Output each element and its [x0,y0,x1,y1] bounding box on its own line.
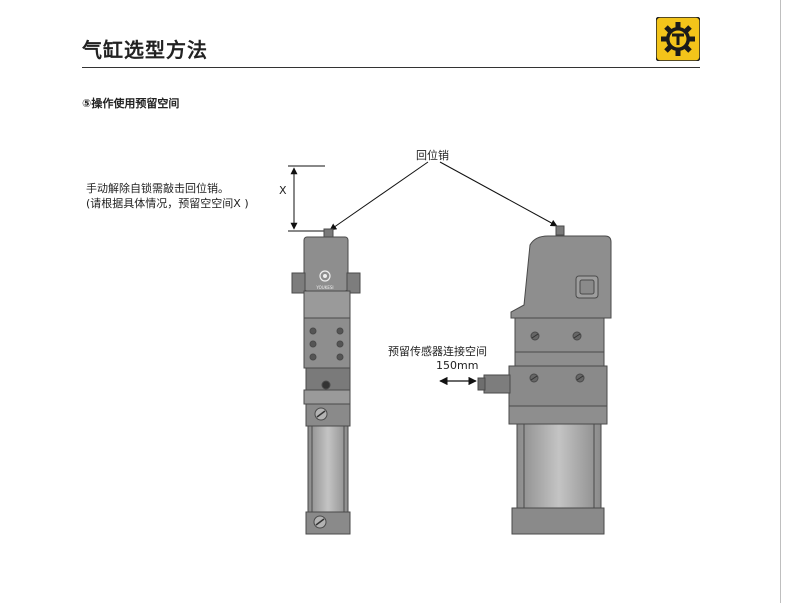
sensor-dimension-label: 150mm [436,359,479,372]
cylinder-front-view [291,228,361,535]
gear-icon [319,270,331,282]
note-line-1: 手动解除自锁需敲击回位销。 [86,182,229,195]
sensor-space-label: 预留传感器连接空间 [388,345,487,358]
cylinder-side-view [477,225,612,535]
brand-logo-icon [656,17,700,61]
page-edge [780,0,781,603]
title-divider [82,67,700,68]
return-pin-label: 回位销 [416,149,449,162]
return-pin-leaders [329,161,558,231]
x-dimension [288,165,325,232]
page-title: 气缸选型方法 [82,38,208,62]
brand-mark: YOUKESI [315,285,333,290]
section-heading: ⑤操作使用预留空间 [82,97,180,110]
note-line-2: (请根据具体情况，预留空空间X ) [86,197,249,210]
clearance-x-label: X [279,184,287,197]
manual-release-note: 手动解除自锁需敲击回位销。 (请根据具体情况，预留空空间X ) [86,181,249,211]
